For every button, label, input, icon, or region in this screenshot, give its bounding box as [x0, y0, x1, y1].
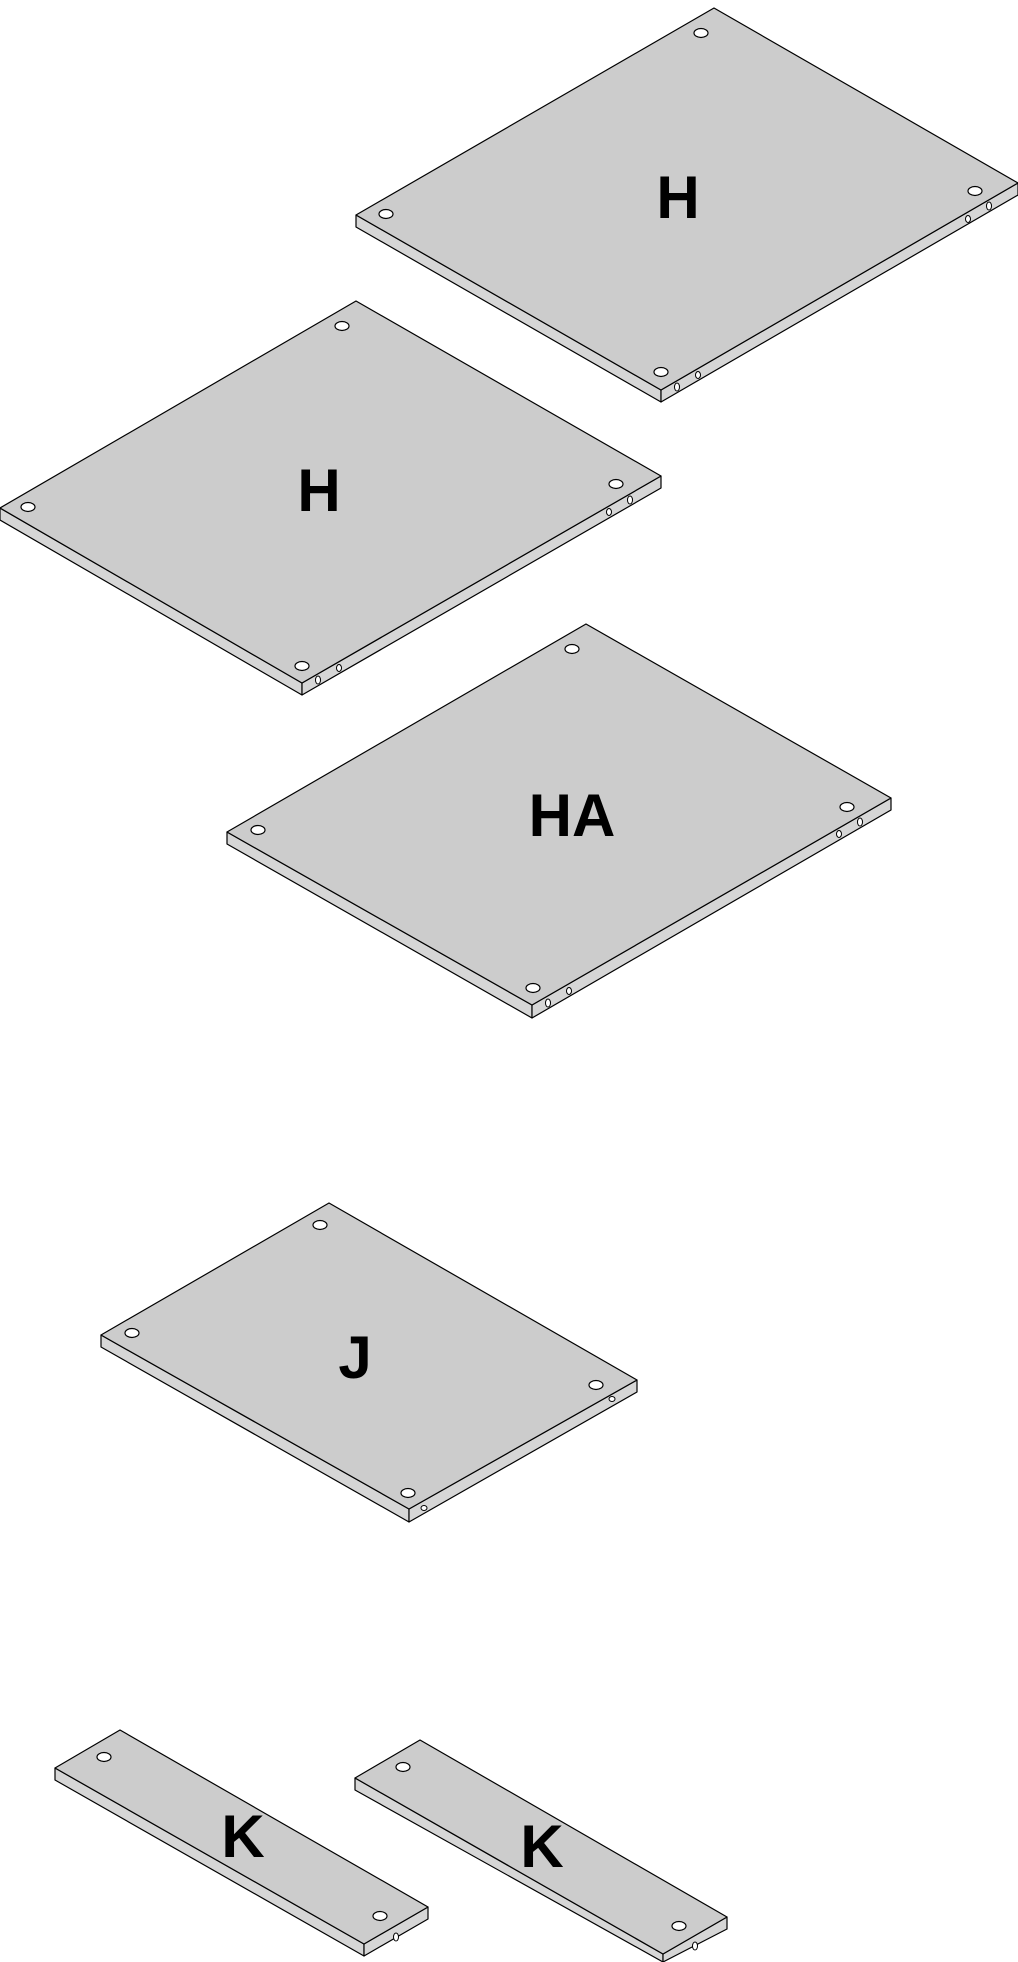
panel-j-top [100, 1202, 638, 1510]
part-label: K [520, 1813, 563, 1880]
hole [372, 1910, 388, 1922]
part-label: H [297, 457, 340, 524]
hole [653, 366, 669, 378]
hole [839, 801, 855, 813]
edge-hole [695, 371, 701, 379]
edge-hole [836, 830, 842, 838]
hole [564, 643, 580, 655]
hole [400, 1487, 416, 1499]
edge-hole [566, 987, 572, 995]
hole [250, 824, 266, 836]
panel-h-1: H [355, 7, 1018, 403]
part-label: H [656, 164, 699, 231]
hole [334, 320, 350, 332]
edge-hole [692, 1941, 698, 1951]
edge-hole [545, 998, 551, 1008]
hole [294, 660, 310, 672]
panel-h-2-top [0, 300, 662, 684]
hole [96, 1751, 112, 1763]
edge-hole [420, 1505, 428, 1511]
panel-ha-top [226, 623, 892, 1006]
hole [525, 982, 541, 994]
hole [378, 208, 394, 220]
panel-h-2: H [0, 300, 662, 696]
hole [588, 1379, 604, 1391]
hole [608, 478, 624, 490]
hole [693, 27, 709, 39]
part-label: K [221, 1803, 264, 1870]
panel-j: J [100, 1202, 638, 1523]
edge-hole [608, 1396, 616, 1402]
hole [671, 1920, 687, 1932]
edge-hole [674, 382, 680, 392]
edge-hole [393, 1932, 399, 1942]
panel-k-1-top [54, 1729, 429, 1945]
edge-hole [336, 664, 342, 672]
hole [124, 1327, 140, 1339]
hole [395, 1761, 411, 1773]
panel-k-2: K [354, 1739, 728, 1962]
hole [20, 501, 36, 513]
panel-ha: HA [226, 623, 892, 1019]
hole [312, 1219, 328, 1231]
edge-hole [857, 817, 863, 827]
hole [967, 185, 983, 197]
edge-hole [965, 215, 971, 223]
panel-k-1: K [54, 1729, 429, 1957]
panel-k-2-top [354, 1739, 728, 1955]
part-label: HA [529, 782, 616, 849]
edge-hole [315, 675, 321, 685]
part-label: J [338, 1324, 371, 1391]
edge-hole [606, 508, 612, 516]
edge-hole [627, 495, 633, 505]
panel-h-1-top [355, 7, 1018, 391]
edge-hole [986, 201, 992, 211]
